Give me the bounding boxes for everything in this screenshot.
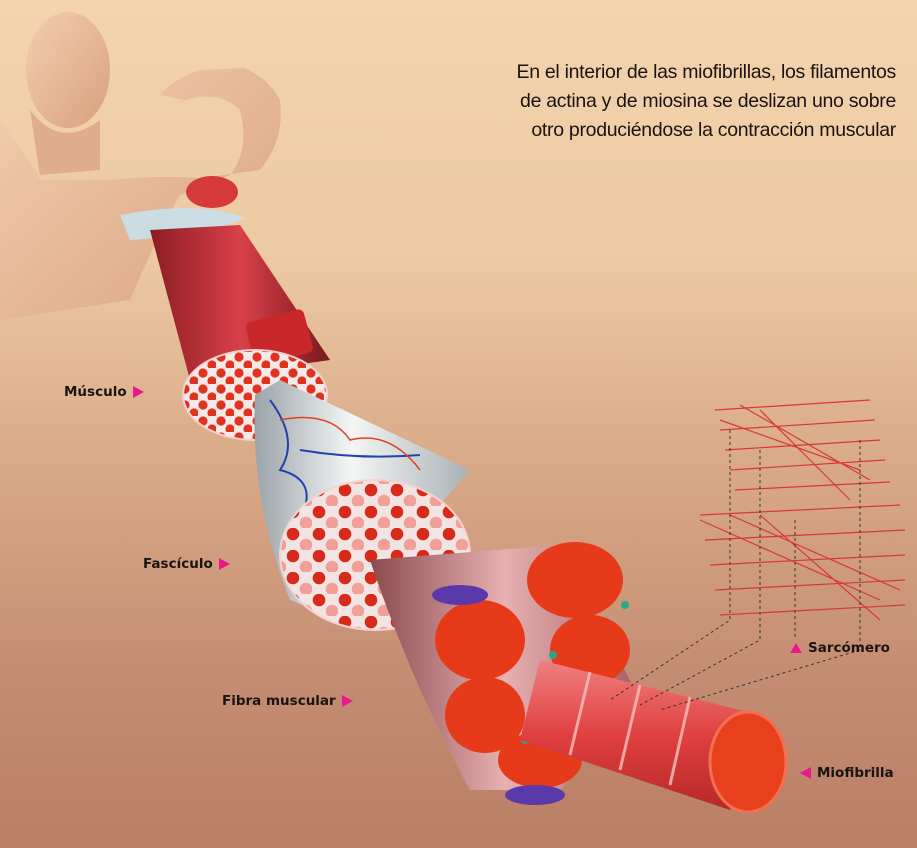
- sarcomere-filaments: [699, 399, 906, 621]
- label-text: Fascículo: [143, 556, 213, 572]
- label-musculo: Músculo: [64, 384, 144, 400]
- description-caption: En el interior de las miofibrillas, los …: [446, 58, 897, 145]
- myofibril: [520, 660, 760, 810]
- pointer-arrow-icon: [341, 695, 353, 707]
- label-fasciculo: Fascículo: [143, 556, 230, 572]
- label-text: Fibra muscular: [222, 693, 336, 709]
- pointer-arrow-icon: [132, 386, 144, 398]
- pointer-arrow-icon: [800, 767, 811, 779]
- myofibril-bundle: [432, 542, 630, 805]
- label-text: Miofibrilla: [817, 765, 894, 781]
- pointer-arrow-icon: [218, 558, 230, 570]
- label-miofibrilla: Miofibrilla: [800, 765, 894, 781]
- label-text: Sarcómero: [808, 640, 890, 656]
- label-sarcomero: Sarcómero: [790, 640, 890, 656]
- label-text: Músculo: [64, 384, 127, 400]
- caption-line: En el interior de las miofibrillas, los …: [516, 61, 897, 83]
- sarcomere-guide-lines: [609, 430, 861, 711]
- label-fibra-muscular: Fibra muscular: [222, 693, 353, 709]
- pointer-arrow-icon: [790, 643, 802, 653]
- caption-line: otro produciéndose la contracción muscul…: [531, 119, 896, 141]
- myofibril-end: [708, 710, 788, 814]
- caption-line: de actina y de miosina se deslizan uno s…: [520, 90, 896, 112]
